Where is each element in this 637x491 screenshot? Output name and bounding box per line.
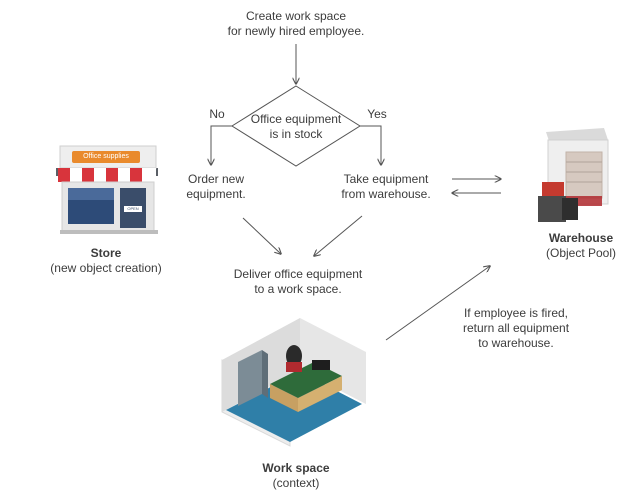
arrow-no-branch [211,125,232,165]
store-subtitle: (new object creation) [50,261,162,275]
warehouse-title: Warehouse [548,231,614,245]
store-door-sign: OPEN [127,206,139,211]
decision-yes-label: Yes [367,107,387,121]
warehouse-caption: Warehouse (Object Pool) [521,231,637,261]
fired-note: If employee is fired,return all equipmen… [462,306,570,350]
arrow-take-to-deliver [314,215,363,256]
workspace-subtitle: (context) [272,476,320,490]
store-caption: Store (new object creation) [36,246,176,276]
arrow-yes-branch [360,125,381,165]
workspace-desk [270,362,342,398]
arrow-workspace-to-warehouse [385,266,490,341]
workspace-caption: Work space (context) [236,461,356,491]
store-sign-board [72,151,140,163]
store-title: Store [90,246,122,260]
decision-no-label: No [209,107,225,121]
workspace-title: Work space [262,461,330,475]
warehouse-subtitle: (Object Pool) [545,246,617,260]
decision-diamond [231,85,361,167]
arrow-order-to-deliver [242,217,281,254]
store-sign-text: Office supplies [83,153,129,160]
